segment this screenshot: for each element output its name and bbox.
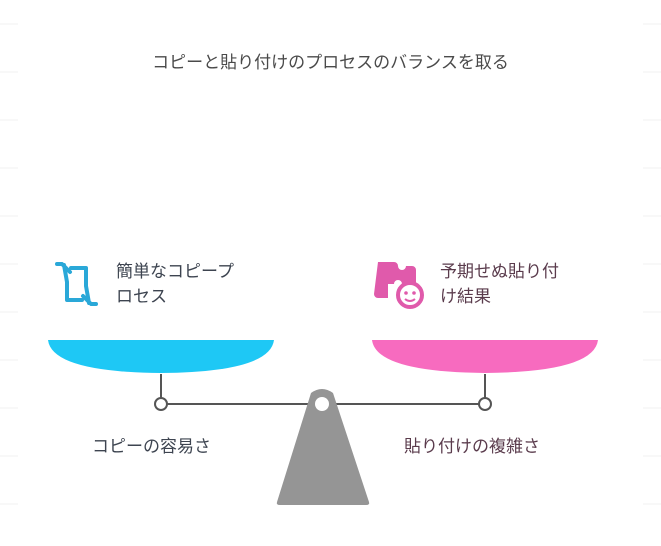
background-lines bbox=[0, 23, 661, 505]
left-pan bbox=[48, 340, 274, 373]
left-pan-label: 簡単なコピープ ロセス bbox=[116, 260, 234, 310]
fulcrum-pivot bbox=[315, 397, 329, 411]
right-pan bbox=[372, 340, 598, 373]
swap-arrows-icon bbox=[55, 262, 98, 306]
left-label-line1: 簡単なコピープ bbox=[116, 262, 234, 282]
left-label-line2: ロセス bbox=[116, 287, 167, 307]
right-label-line2: け結果 bbox=[440, 287, 491, 307]
left-bottom-label: コピーの容易さ bbox=[92, 437, 211, 457]
right-pan-label: 予期せぬ貼り付 け結果 bbox=[440, 260, 559, 310]
fulcrum bbox=[276, 389, 370, 505]
right-label-line1: 予期せぬ貼り付 bbox=[440, 262, 559, 282]
puzzle-face-icon bbox=[374, 262, 424, 309]
right-joint bbox=[478, 397, 492, 411]
diagram-title: コピーと貼り付けのプロセスのバランスを取る bbox=[152, 53, 509, 73]
right-bottom-label: 貼り付けの複雑さ bbox=[404, 437, 540, 457]
left-joint bbox=[154, 397, 168, 411]
